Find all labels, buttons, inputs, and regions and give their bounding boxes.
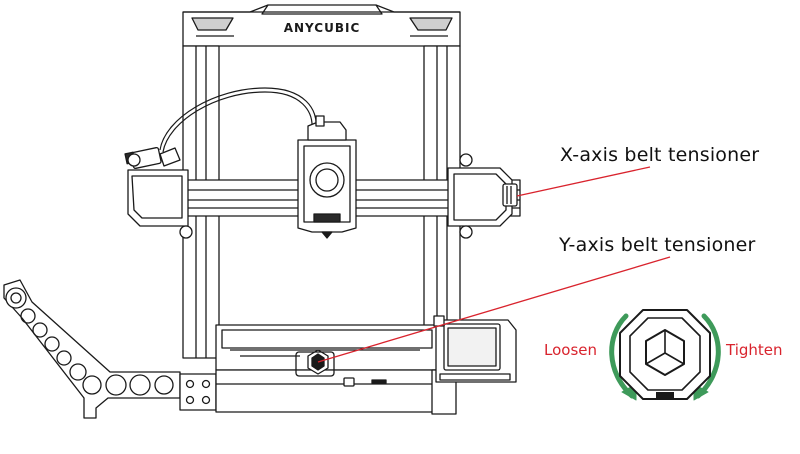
top-frame: ANYCUBIC	[182, 4, 461, 47]
hex-knob-illustration	[609, 309, 721, 401]
toolhead	[297, 115, 357, 239]
loosen-label: Loosen	[544, 341, 597, 359]
left-gantry-bracket	[127, 153, 193, 239]
filament-tube	[159, 87, 317, 151]
tighten-label: Tighten	[726, 341, 783, 359]
corner-brackets	[179, 373, 217, 411]
touch-display	[433, 315, 517, 383]
right-gantry-bracket	[447, 153, 518, 239]
tighten-arrow	[695, 313, 721, 399]
y-tensioner-leader	[317, 256, 671, 363]
y-axis-tensioner-label: Y-axis belt tensioner	[559, 234, 756, 256]
x-axis-tensioner-label: X-axis belt tensioner	[560, 144, 760, 166]
toolhead-fan	[309, 162, 345, 198]
x-tensioner-leader	[516, 166, 651, 197]
spool-holder-arm	[3, 279, 181, 419]
loosen-arrow	[609, 313, 635, 399]
printer-base	[215, 324, 457, 415]
x-tensioner-knob	[502, 183, 518, 207]
brand-logo: ANYCUBIC	[284, 21, 361, 35]
